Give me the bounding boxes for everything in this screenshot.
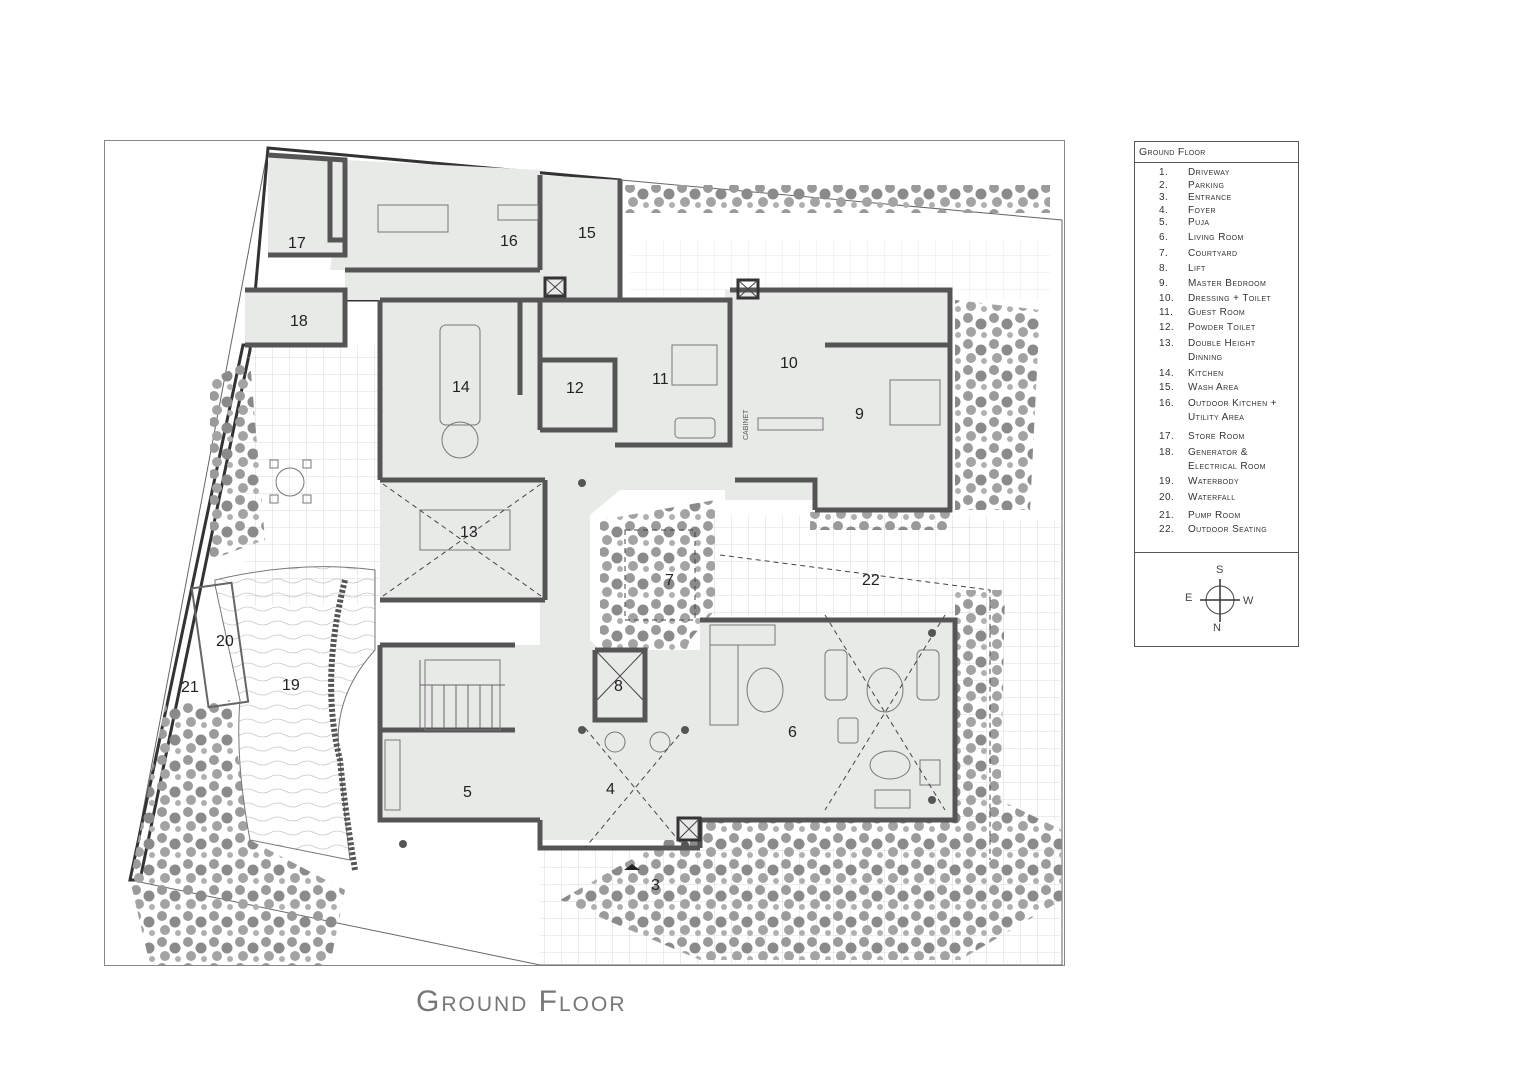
legend-item-label: Courtyard <box>1188 248 1238 259</box>
compass-north: N <box>1213 622 1221 634</box>
legend-item-label: Dressing + Toilet <box>1188 293 1272 304</box>
legend-item-num: 3. <box>1159 192 1169 203</box>
dashed-overhead-lines <box>382 483 991 860</box>
cabinet-label: CABINET <box>743 409 750 440</box>
legend-divider <box>1135 552 1298 553</box>
room-label-21: 21 <box>181 679 199 696</box>
room-label-4: 4 <box>606 781 615 798</box>
entrance-arrow <box>624 864 640 870</box>
legend-item-num: 17. <box>1159 431 1175 442</box>
walls <box>245 152 958 851</box>
legend: Ground Floor 1. Driveway 2. Parking 3. Entr… <box>1134 141 1299 647</box>
compass-icon: S W N E <box>1180 564 1260 637</box>
legend-item-label: Entrance <box>1188 192 1232 203</box>
room-label-13: 13 <box>460 524 478 541</box>
legend-item-num: 8. <box>1159 263 1169 274</box>
room-label-3: 3 <box>651 877 660 894</box>
room-label-16: 16 <box>500 233 518 250</box>
columns <box>399 479 936 849</box>
legend-item-label: Waterbody <box>1188 476 1240 487</box>
legend-item-label: Lift <box>1188 263 1206 274</box>
legend-item-label: Driveway <box>1188 167 1230 178</box>
building-floor <box>245 155 955 840</box>
room-label-12: 12 <box>566 380 584 397</box>
legend-item-label: Wash Area <box>1188 382 1239 393</box>
staircase <box>419 660 505 730</box>
legend-item-label: Outdoor Kitchen + Utility Area <box>1188 398 1278 423</box>
room-label-22: 22 <box>862 572 880 589</box>
page-title: Ground Floor <box>416 985 627 1018</box>
legend-item-num: 22. <box>1159 524 1175 535</box>
room-label-14: 14 <box>452 379 470 396</box>
lift-shaft <box>543 276 760 842</box>
room-label-6: 6 <box>788 724 797 741</box>
legend-item-num: 12. <box>1159 322 1175 333</box>
legend-item-label: Parking <box>1188 180 1225 191</box>
room-label-17: 17 <box>288 235 306 252</box>
legend-item-label: Generator & Electrical Room <box>1188 447 1266 472</box>
legend-item-num: 7. <box>1159 248 1169 259</box>
legend-item-num: 1. <box>1159 167 1169 178</box>
room-label-5: 5 <box>463 784 472 801</box>
legend-item-label: Kitchen <box>1188 368 1224 379</box>
room-label-9: 9 <box>855 406 864 423</box>
room-label-11: 11 <box>652 371 669 388</box>
legend-item-num: 18. <box>1159 447 1175 458</box>
legend-item-num: 19. <box>1159 476 1175 487</box>
room-label-18: 18 <box>290 313 308 330</box>
room-label-8: 8 <box>614 678 623 695</box>
legend-item-num: 4. <box>1159 205 1169 216</box>
legend-title: Ground Floor <box>1135 142 1298 163</box>
legend-item-num: 13. <box>1159 338 1175 349</box>
room-label-10: 10 <box>780 355 798 372</box>
legend-item-label: Outdoor Seating <box>1188 524 1268 535</box>
legend-item-num: 9. <box>1159 278 1169 289</box>
room-labels: 17 18 16 15 14 12 11 10 9 13 7 22 20 21 … <box>181 225 880 894</box>
legend-item-num: 6. <box>1159 232 1169 243</box>
legend-item-num: 5. <box>1159 217 1169 228</box>
legend-item-label: Pump Room <box>1188 510 1241 521</box>
legend-item-label: Store Room <box>1188 431 1245 442</box>
legend-item-num: 16. <box>1159 398 1175 409</box>
legend-item-num: 11. <box>1159 307 1174 318</box>
legend-item-label: Living Room <box>1188 232 1244 243</box>
legend-item-num: 15. <box>1159 382 1175 393</box>
interior-fixtures <box>269 204 941 811</box>
legend-item-label: Puja <box>1188 217 1210 228</box>
legend-item-label: Waterfall <box>1188 492 1236 503</box>
legend-item-label: Double Height Dinning <box>1188 338 1256 363</box>
legend-item-label: Foyer <box>1188 205 1216 216</box>
room-label-19: 19 <box>282 677 300 694</box>
legend-item-num: 21. <box>1159 510 1175 521</box>
compass-rose-icon <box>1200 579 1240 622</box>
legend-item-num: 20. <box>1159 492 1175 503</box>
waterbody <box>190 566 376 871</box>
legend-item-num: 2. <box>1159 180 1169 191</box>
legend-item-label: Powder Toilet <box>1188 322 1256 333</box>
compass-east: E <box>1185 592 1193 604</box>
room-label-7: 7 <box>665 572 674 589</box>
room-label-20: 20 <box>216 633 234 650</box>
room-label-15: 15 <box>578 225 596 242</box>
legend-item-label: Guest Room <box>1188 307 1246 318</box>
compass-south: S <box>1216 564 1224 576</box>
legend-item-num: 14. <box>1159 368 1175 379</box>
legend-item-num: 10. <box>1159 293 1175 304</box>
legend-item-label: Master Bedroom <box>1188 278 1267 289</box>
compass-west: W <box>1243 595 1254 607</box>
